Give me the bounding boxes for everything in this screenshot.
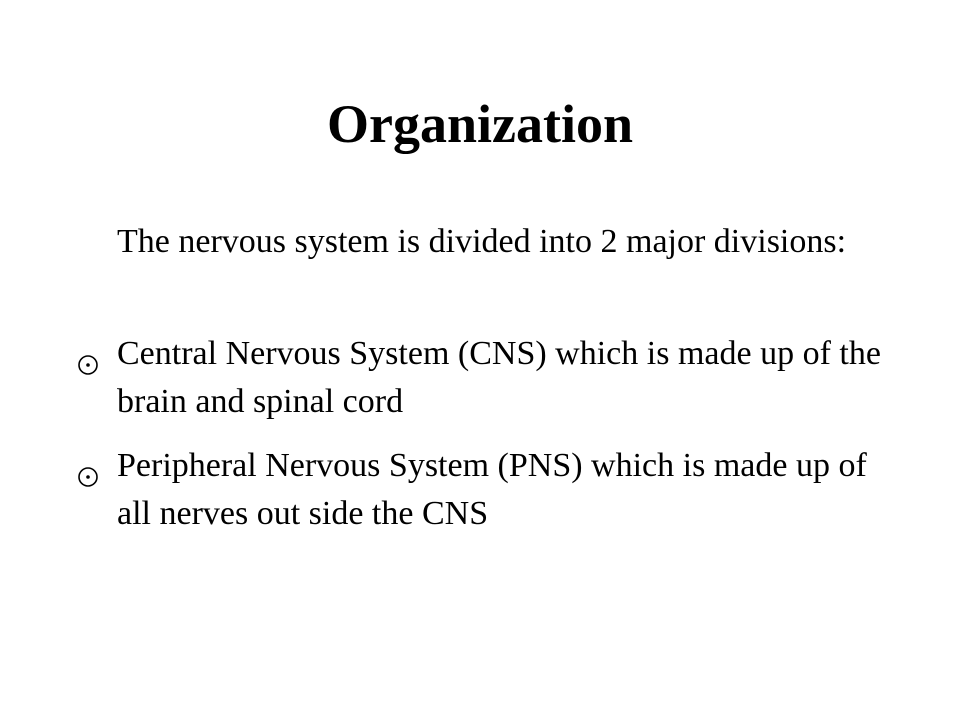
circle-dot-bullet-icon	[77, 342, 99, 375]
circle-dot-bullet-icon	[77, 454, 99, 487]
slide-title: Organization	[327, 94, 633, 154]
bullet-text: Central Nervous System (CNS) which is ma…	[117, 335, 881, 420]
bullet-item-pns: Peripheral Nervous System (PNS) which is…	[78, 442, 887, 538]
intro-text: The nervous system is divided into 2 maj…	[117, 223, 847, 260]
bullet-item-cns: Central Nervous System (CNS) which is ma…	[78, 330, 887, 426]
bullet-text: Peripheral Nervous System (PNS) which is…	[117, 447, 867, 532]
